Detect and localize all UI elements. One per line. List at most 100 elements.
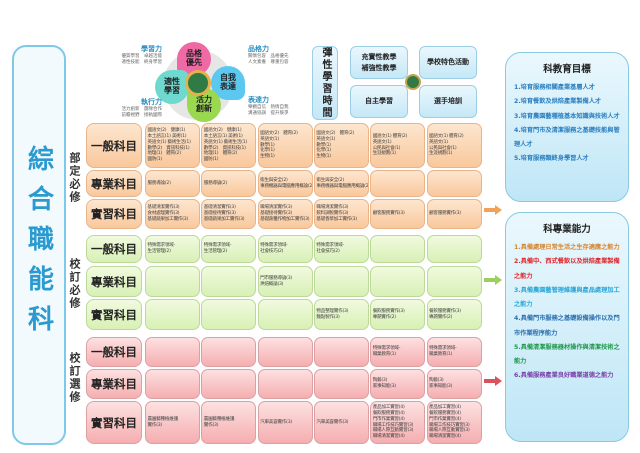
flex-item: 自主學習 bbox=[350, 85, 408, 118]
row-label: 一般科目 bbox=[86, 337, 142, 367]
course-cell: 基礎清潔實作(3) 食材處理實作(3) 基礎蔬果加工實作(3) bbox=[145, 199, 200, 229]
course-cell: 顧客服務實作(3) bbox=[370, 199, 426, 229]
flex-item: 學校特色活動 bbox=[419, 46, 477, 79]
course-cell: 產品加工實習(4) 餐飲服務實習(4) 門市作業實習(4) 職場工作技巧實習(3… bbox=[426, 401, 482, 444]
course-cell: 農園藝種植維護 實作(3) bbox=[201, 401, 257, 444]
power-character: 品格力關懷包容 品格優先 人文素養 尊重包容 bbox=[248, 44, 310, 66]
course-cell: 陶藝(3) 家事知能(3) bbox=[370, 369, 426, 399]
row-label: 一般科目 bbox=[86, 123, 142, 168]
group-label: 校訂選修 bbox=[68, 352, 81, 404]
course-cell: 汽車美容實作(3) bbox=[313, 401, 369, 444]
course-cell: 國語文(2) 健康(1) 本土語言(1) 美術(1) 英語文(1) 藝術生活(1… bbox=[201, 123, 257, 168]
power-name: 表達力 bbox=[248, 96, 269, 104]
course-cell: 產品加工實習(4) 餐飲服務實習(4) 門市作業實習(4) 職場工作技巧實習(3… bbox=[370, 401, 426, 444]
power-desc: 關懷包容 品格優先 人文素養 尊重包容 bbox=[248, 54, 289, 65]
course-cell: 國語文(1) 體育(2) 英語文(1) 公民與社會(1) 生涯規劃(1) bbox=[426, 123, 482, 168]
goal-item: 4.培育門市及清潔服務之基礎技能與管理人才 bbox=[514, 126, 620, 149]
course-cell bbox=[370, 170, 426, 197]
petal-expression: 自我 表達 bbox=[211, 66, 245, 100]
course-cell: 門市服務導論(3) 烘焙概論(3) bbox=[257, 266, 313, 297]
course-cell: 職場清潔實作(3) 基礎接待實作(3) 基礎蔬穫作物加工實作(3) bbox=[257, 199, 313, 229]
petal-adaptive: 適性 學習 bbox=[155, 70, 189, 104]
course-cell: 餐飲服務實作(3) 專題實作(2) bbox=[370, 299, 426, 330]
power-expression: 表達力樂觀自信 熱情自我 溝通協調 提升競爭 bbox=[248, 95, 310, 117]
course-cell: 特殊需求領域- 生活管理(2) bbox=[201, 235, 257, 263]
arrow-icon bbox=[484, 275, 502, 285]
course-cell bbox=[313, 337, 369, 367]
course-cell bbox=[145, 266, 200, 297]
row-label: 實習科目 bbox=[86, 401, 142, 444]
course-cell: 特殊需求領域- 生活管理(2) bbox=[145, 235, 200, 263]
course-cell bbox=[201, 299, 257, 330]
course-cell bbox=[145, 299, 200, 330]
power-desc: 優質學習 卓越活能 適性技能 終身學習 bbox=[121, 54, 163, 65]
course-cell bbox=[426, 266, 482, 297]
course-cell: 汽車美容實作(3) bbox=[257, 401, 313, 444]
course-cell bbox=[370, 235, 426, 263]
row-label: 專業科目 bbox=[86, 266, 142, 297]
course-cell bbox=[145, 369, 200, 399]
course-cell: 服務導論(2) bbox=[201, 170, 257, 197]
row-label: 實習科目 bbox=[86, 299, 142, 330]
row-label: 專業科目 bbox=[86, 170, 142, 197]
group-label: 部定必修 bbox=[68, 152, 81, 204]
abilities-title: 科專業能力 bbox=[543, 224, 591, 235]
power-name: 學習力 bbox=[141, 45, 162, 53]
ability-item: 3.具備農園藝管理維護與產品處理加工之能力 bbox=[514, 286, 620, 309]
arrow-icon bbox=[484, 376, 502, 386]
course-cell bbox=[145, 337, 200, 367]
course-cell: 國語文(2) 健康(1) 本土語言(1) 美術(1) 英語文(1) 藝術生活(1… bbox=[145, 123, 200, 168]
ability-item: 4.具備門市服務之基礎設備操作以及門市作業程序能力 bbox=[514, 315, 620, 337]
goal-item: 1.培育服務相關產業基層人才 bbox=[514, 84, 595, 91]
course-cell: 基礎清潔實作(3) 基礎接待實作(3) 基礎蔬果加工實作(3) bbox=[201, 199, 257, 229]
group-label: 校訂必修 bbox=[68, 258, 81, 310]
course-cell: 衛生與安全(2) 事務機器與電腦應用概論(2) bbox=[257, 170, 313, 197]
course-cell: 特殊需求領域- 社會技巧(2) bbox=[313, 235, 369, 263]
course-cell: 國語文(2) 體育(2) 英語文(1) 數學(1) 化學(1) 生物(1) bbox=[257, 123, 313, 168]
course-cell bbox=[313, 266, 369, 297]
course-cell: 國語文(1) 體育(2) 英語文(1) 公民與社會(1) 生涯規劃(1) bbox=[370, 123, 426, 168]
power-name: 執行力 bbox=[141, 98, 162, 106]
row-label: 實習科目 bbox=[86, 199, 142, 229]
power-desc: 活力創新 團隊合作 前瞻視野 接軌國際 bbox=[121, 107, 163, 118]
course-cell bbox=[201, 369, 257, 399]
power-name: 品格力 bbox=[248, 45, 269, 53]
goal-item: 3.培育農園藝種植基本知識與技術人才 bbox=[514, 112, 620, 120]
flex-item: 充實性教學 補強性教學 bbox=[350, 46, 408, 79]
power-learning: 學習力優質學習 卓越活能 適性技能 終身學習 bbox=[100, 44, 163, 66]
education-goals-panel: 科教育目標 1.培育服務相關產業基層人才 2.培育餐飲及烘焙產業製備人才 3.培育農… bbox=[505, 52, 629, 202]
department-title: 綜合職能科 bbox=[12, 45, 66, 445]
course-cell: 陶藝(3) 家事知能(3) bbox=[426, 369, 482, 399]
course-cell bbox=[313, 369, 369, 399]
course-cell bbox=[257, 299, 313, 330]
school-logo bbox=[185, 70, 211, 96]
row-label: 一般科目 bbox=[86, 235, 142, 263]
course-cell bbox=[426, 170, 482, 197]
power-desc: 樂觀自信 熱情自我 溝通協調 提升競爭 bbox=[248, 105, 289, 116]
course-cell: 農園藝種植維護 實作(3) bbox=[145, 401, 200, 444]
power-execution: 執行力活力創新 團隊合作 前瞻視野 接軌國際 bbox=[100, 97, 163, 119]
course-cell: 職場清潔實作(3) 飲料調製實作(3) 基礎香草加工實作(3) bbox=[313, 199, 369, 229]
ability-item: 6.具備服務產業良好職業道德之能力 bbox=[514, 372, 614, 380]
course-cell bbox=[201, 266, 257, 297]
flex-item: 選手培訓 bbox=[419, 85, 477, 118]
course-cell: 服務導論(2) bbox=[145, 170, 200, 197]
school-logo-small bbox=[405, 74, 421, 90]
flex-learning-label: 彈性學習時間 bbox=[312, 46, 338, 120]
goal-item: 2.培育餐飲及烘焙產業製備人才 bbox=[514, 98, 602, 106]
course-cell bbox=[426, 235, 482, 263]
course-cell: 顧客服務實作(3) bbox=[426, 199, 482, 229]
course-cell: 特殊需求領域- 職業教育(1) bbox=[426, 337, 482, 367]
goal-item: 5.培育服務類終身學習人才 bbox=[514, 155, 589, 163]
department-title-text: 綜合職能科 bbox=[23, 145, 54, 345]
course-cell: 特殊需求領域- 職業教育(1) bbox=[370, 337, 426, 367]
ability-item: 2.具備中、西式餐飲以及烘焙產業製備之能力 bbox=[514, 258, 620, 280]
course-cell: 國語文(2) 體育(2) 英語文(1) 數學(1) 化學(1) 生物(1) bbox=[313, 123, 369, 168]
arrow-icon bbox=[484, 205, 502, 215]
core-values-diagram: 品格 優先 自我 表達 活力 創新 適性 學習 bbox=[115, 42, 275, 122]
course-cell bbox=[257, 337, 313, 367]
course-cell bbox=[257, 369, 313, 399]
course-cell bbox=[201, 337, 257, 367]
goals-title: 科教育目標 bbox=[543, 64, 591, 75]
